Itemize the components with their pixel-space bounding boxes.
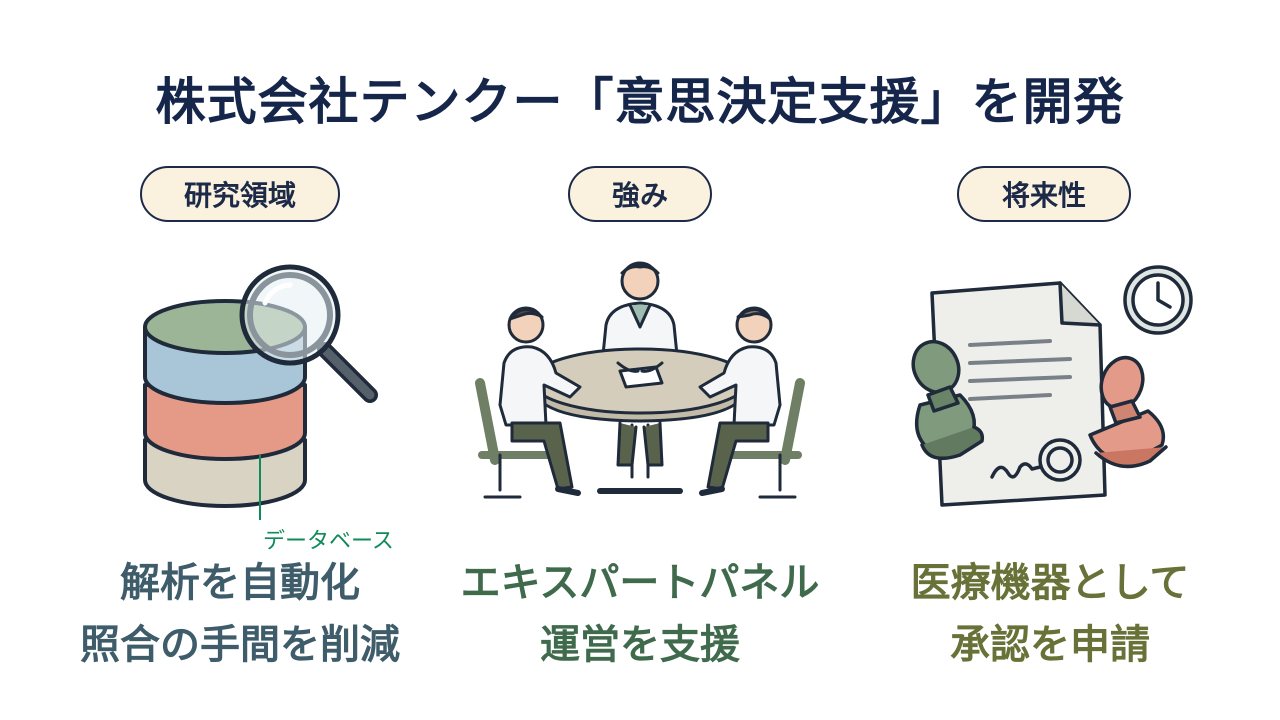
- text-strength-line-2: 運営を支援: [540, 622, 740, 668]
- magnifier-icon: [239, 264, 378, 403]
- text-future-line-2: 承認を申請: [950, 622, 1150, 668]
- text-strength-line-1: エキスパートパネル: [460, 560, 820, 606]
- text-research: 解析を自動化 照合の手間を削減: [30, 552, 450, 676]
- label-strength: 強み: [568, 166, 712, 222]
- meeting-table-icon: [475, 261, 805, 499]
- text-research-line-1: 解析を自動化: [120, 560, 360, 606]
- page-title: 株式会社テンクー「意思決定支援」を開発: [155, 73, 1125, 131]
- clock-icon: [1123, 265, 1193, 335]
- text-strength: エキスパートパネル 運営を支援: [430, 552, 850, 676]
- text-future-line-1: 医療機器として: [910, 560, 1190, 606]
- text-research-line-2: 照合の手間を削減: [80, 622, 400, 668]
- label-research-area: 研究領域: [140, 166, 340, 222]
- label-future: 将来性: [957, 166, 1131, 222]
- stamp-icon: [911, 339, 985, 461]
- annotation-database: データベース: [263, 529, 394, 554]
- document-icon: [911, 265, 1193, 507]
- database-icon: [143, 264, 378, 520]
- text-future: 医療機器として 承認を申請: [840, 552, 1260, 676]
